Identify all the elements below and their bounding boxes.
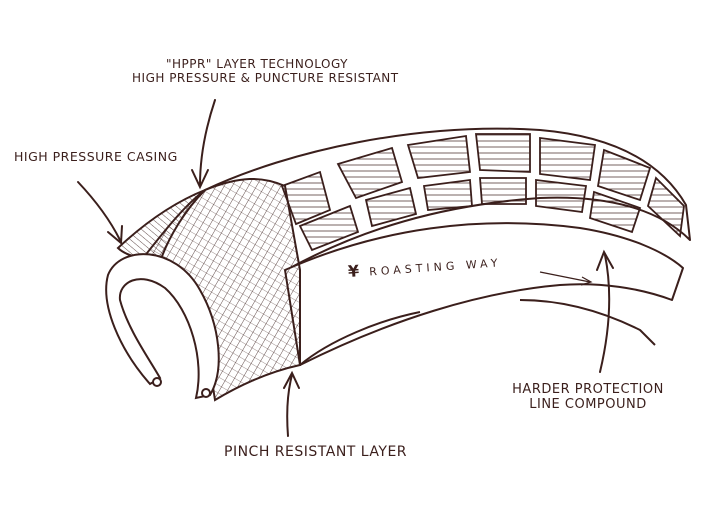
harder-label: HARDER PROTECTION LINE COMPOUND — [508, 382, 668, 413]
tread-blocks — [280, 133, 685, 252]
tire-body — [204, 127, 691, 366]
brand-logo-mark: ¥ — [347, 261, 360, 281]
sidewall-arrow — [539, 271, 593, 286]
rim-opening — [105, 253, 220, 400]
annotation-arrows — [77, 99, 614, 437]
harder-label-line2: LINE COMPOUND — [529, 396, 647, 412]
hppr-label-line2: HIGH PRESSURE & PUNCTURE RESISTANT — [132, 70, 399, 85]
hppr-label-line1: "HPPR" LAYER TECHNOLOGY — [166, 57, 348, 71]
casing-label: HIGH PRESSURE CASING — [14, 149, 178, 164]
pinch-label: PINCH RESISTANT LAYER — [224, 444, 408, 460]
casing-layers — [116, 178, 301, 402]
harder-label-line1: HARDER PROTECTION — [512, 382, 664, 397]
hppr-label: "HPPR" LAYER TECHNOLOGY HIGH PRESSURE & … — [132, 57, 399, 86]
